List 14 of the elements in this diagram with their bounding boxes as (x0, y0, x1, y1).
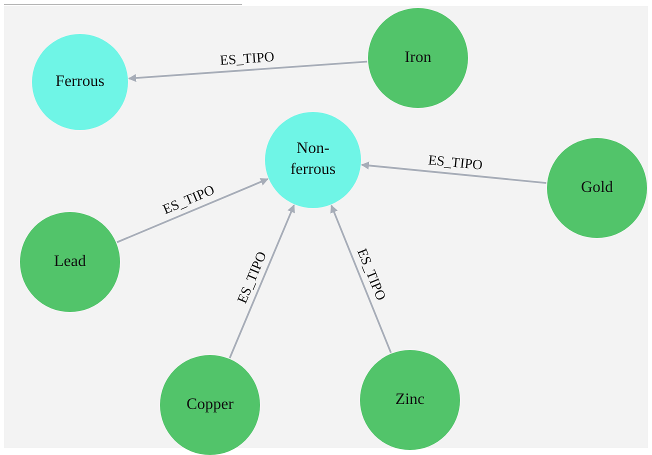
node-label: Lead (53, 252, 87, 272)
node-label: Gold (580, 178, 614, 198)
node-label: Copper (185, 394, 235, 415)
edge-label: ES_TIPO (427, 154, 483, 174)
edge-label: ES_TIPO (220, 51, 276, 69)
node-label: Ferrous (54, 72, 106, 92)
arrow (360, 162, 546, 184)
arrow (330, 204, 392, 354)
node-label: Iron (404, 48, 432, 68)
arrow (116, 178, 269, 244)
node-label: Non-ferrous (289, 139, 337, 180)
arrow (228, 204, 295, 358)
arrow (128, 60, 368, 82)
node-label: Zinc (394, 390, 426, 410)
